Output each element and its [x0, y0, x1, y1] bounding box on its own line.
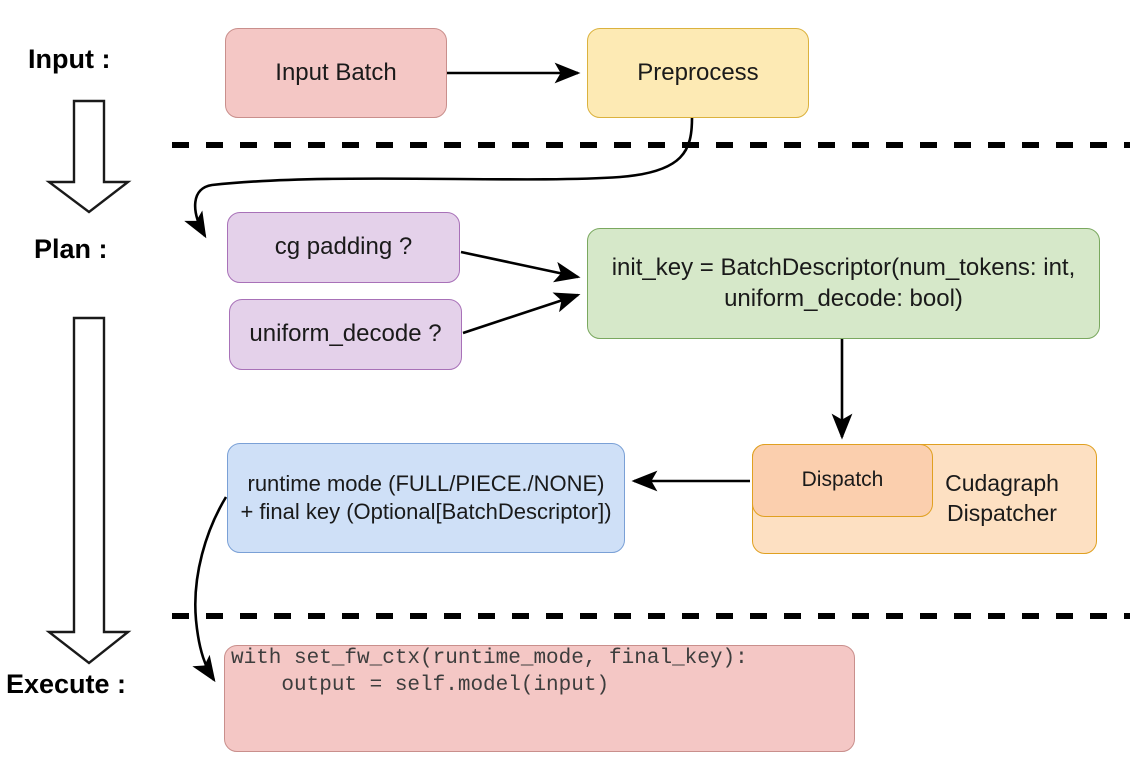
stage-label-execute: Execute :	[6, 669, 127, 699]
execute-code-line1: with set_fw_ctx(runtime_mode, final_key)…	[231, 647, 748, 670]
runtime-mode-to-execute	[192, 496, 228, 683]
node-preprocess[interactable]: Preprocess	[587, 28, 809, 118]
cudagraph-dispatcher-line1: Cudagraph	[945, 470, 1059, 497]
cudagraph-dispatcher-label: Cudagraph Dispatcher	[924, 469, 1080, 529]
stage-label-input: Input :	[28, 44, 111, 74]
node-execute-code[interactable]: with set_fw_ctx(runtime_mode, final_key)…	[224, 645, 855, 752]
stage-arrow-plan-execute	[45, 316, 132, 665]
uniform-decode-to-init-key	[462, 292, 581, 335]
stage-label-plan: Plan :	[34, 234, 108, 264]
node-init-key-line1: init_key = BatchDescriptor(num_tokens: i…	[611, 253, 1076, 281]
cudagraph-dispatcher-line2: Dispatcher	[947, 500, 1057, 526]
node-runtime-mode[interactable]: runtime mode (FULL/PIECE./NONE) + final …	[227, 443, 625, 553]
node-cg-padding[interactable]: cg padding ?	[227, 212, 460, 283]
node-runtime-mode-line2: + final key (Optional[BatchDescriptor])	[240, 499, 612, 524]
stage-arrow-input-plan	[45, 99, 132, 214]
node-init-key[interactable]: init_key = BatchDescriptor(num_tokens: i…	[587, 228, 1100, 339]
node-uniform-decode[interactable]: uniform_decode ?	[229, 299, 462, 370]
execute-code-line2: output = self.model(input)	[231, 673, 610, 697]
cg-padding-to-init-key	[460, 250, 581, 283]
node-init-key-line2: uniform_decode: bool)	[724, 284, 963, 312]
node-runtime-mode-line1: runtime mode (FULL/PIECE./NONE)	[247, 470, 605, 496]
node-dispatch[interactable]: Dispatch	[752, 444, 933, 517]
node-input-batch[interactable]: Input Batch	[225, 28, 447, 118]
